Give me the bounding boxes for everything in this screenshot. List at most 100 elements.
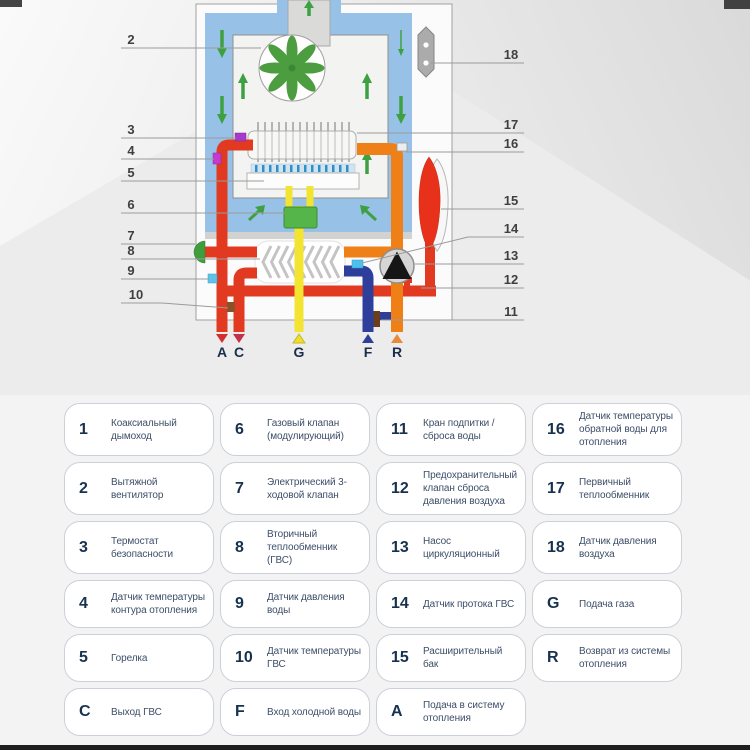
- legend-item: R Возврат из системы отопления: [532, 634, 682, 682]
- legend-item-id: 1: [79, 420, 88, 438]
- port-a-arrow-icon: [216, 334, 228, 343]
- three-way-valve: [193, 240, 206, 264]
- legend-item-id: 12: [391, 479, 409, 497]
- callout-12: 12: [504, 272, 518, 287]
- burner: [246, 163, 360, 190]
- port-c-arrow-icon: [233, 334, 245, 343]
- boiler-schematic-svg: 2 3 4 5 6 7 8 9 10 18 17 16 15 14 13 12 …: [121, 0, 524, 360]
- boiler-diagram: 2 3 4 5 6 7 8 9 10 18 17 16 15 14 13 12 …: [121, 0, 524, 360]
- legend-item: C Выход ГВС: [64, 688, 214, 736]
- callout-3: 3: [127, 122, 134, 137]
- primary-heat-exchanger: [247, 122, 357, 162]
- legend-item-id: 17: [547, 479, 565, 497]
- legend-item: 12 Предохранительный клапан сброса давлен…: [376, 462, 526, 515]
- photo-bottom-strip: [0, 745, 750, 750]
- legend-item-id: 6: [235, 420, 244, 438]
- legend-item-label: Электрический 3- ходовой клапан: [267, 476, 347, 501]
- callout-13: 13: [504, 248, 518, 263]
- legend-item-id: 16: [547, 420, 565, 438]
- legend-item: 9 Датчик давления воды: [220, 580, 370, 628]
- legend-item-label: Датчик давления воздуха: [579, 535, 657, 560]
- port-r-label: R: [392, 344, 402, 360]
- legend-item-id: 5: [79, 649, 88, 666]
- port-g-label: G: [294, 344, 305, 360]
- legend-item-label: Насос циркуляционный: [423, 535, 500, 560]
- air-pressure-sensor: [417, 26, 435, 78]
- callout-5: 5: [127, 165, 134, 180]
- callout-6: 6: [127, 197, 134, 212]
- legend-item-label: Коаксиальный дымоход: [111, 417, 177, 442]
- legend-item: 14 Датчик протока ГВС: [376, 580, 526, 628]
- circulation-pump: [379, 248, 415, 284]
- legend-item-label: Выход ГВС: [111, 706, 162, 718]
- legend-item-id: G: [547, 595, 560, 612]
- legend-item-label: Предохранительный клапан сброса давления…: [423, 470, 517, 507]
- legend-grid: 1 Коаксиальный дымоход 6 Газовый клапан (м…: [64, 403, 682, 736]
- legend-item: G Подача газа: [532, 580, 682, 628]
- photo-edge-mark-left: [0, 0, 22, 7]
- legend-item-id: 11: [391, 420, 408, 438]
- legend-item-label: Первичный теплообменник: [579, 476, 650, 501]
- legend-item-label: Подача газа: [579, 598, 635, 610]
- legend-item-id: 7: [235, 479, 244, 497]
- callout-4: 4: [127, 143, 135, 158]
- legend-item-id: 14: [391, 595, 409, 612]
- legend-item-label: Датчик давления воды: [267, 592, 345, 616]
- callout-11: 11: [504, 304, 518, 319]
- legend-item-id: 13: [391, 538, 409, 556]
- callout-18: 18: [504, 47, 518, 62]
- callout-14: 14: [504, 221, 519, 236]
- legend-item-id: 4: [79, 595, 88, 612]
- legend-item: 7 Электрический 3- ходовой клапан: [220, 462, 370, 515]
- legend-item-label: Вторичный теплообменник (ГВС): [267, 529, 338, 566]
- photo-edge-mark-right: [724, 0, 750, 9]
- callout-9: 9: [127, 263, 134, 278]
- legend-item-id: 9: [235, 595, 244, 612]
- legend-item-label: Вход холодной воды: [267, 706, 361, 718]
- legend-item-label: Газовый клапан (модулирующий): [267, 417, 344, 442]
- legend-item-id: R: [547, 649, 559, 666]
- legend-item-label: Вытяжной вентилятор: [111, 476, 164, 501]
- exhaust-fan-icon: [258, 34, 326, 102]
- water-pressure-sensor: [207, 273, 218, 284]
- port-g-arrow-icon: [292, 333, 306, 344]
- port-r-arrow-icon: [391, 334, 403, 343]
- legend-section: 1 Коаксиальный дымоход 6 Газовый клапан (м…: [0, 395, 750, 745]
- legend-item-id: 8: [235, 538, 244, 556]
- legend-item-id: F: [235, 703, 245, 720]
- legend-item: 8 Вторичный теплообменник (ГВС): [220, 521, 370, 574]
- filling-tap: [372, 311, 380, 327]
- callout-10: 10: [129, 287, 143, 302]
- legend-item-label: Подача в систему отопления: [423, 700, 505, 724]
- airflow-arrows: [217, 0, 406, 222]
- legend-item-label: Датчик температуры ГВС: [267, 646, 361, 670]
- legend-item: F Вход холодной воды: [220, 688, 370, 736]
- callout-8: 8: [127, 243, 134, 258]
- return-temp-sensor: [396, 142, 408, 152]
- port-c-label: C: [234, 344, 244, 360]
- legend-item: 15 Расширительный бак: [376, 634, 526, 682]
- callout-15: 15: [504, 193, 518, 208]
- legend-item: 4 Датчик температуры контура отопления: [64, 580, 214, 628]
- legend-item-label: Датчик температуры контура отопления: [111, 592, 205, 616]
- expansion-tank: [418, 156, 449, 252]
- gas-valve: [283, 206, 318, 229]
- callout-2: 2: [127, 32, 134, 47]
- port-letters: A C G F R: [217, 344, 402, 360]
- legend-item-label: Возврат из системы отопления: [579, 646, 671, 670]
- legend-item-id: C: [79, 703, 91, 720]
- legend-item: 11 Кран подпитки / сброса воды: [376, 403, 526, 456]
- heating-temp-sensor: [212, 152, 222, 165]
- legend-item-label: Датчик протока ГВС: [423, 598, 515, 610]
- legend-item-id: 15: [391, 649, 409, 666]
- legend-item-label: Расширительный бак: [423, 646, 503, 670]
- legend-item-label: Кран подпитки / сброса воды: [423, 417, 495, 442]
- port-f-arrow-icon: [362, 334, 374, 343]
